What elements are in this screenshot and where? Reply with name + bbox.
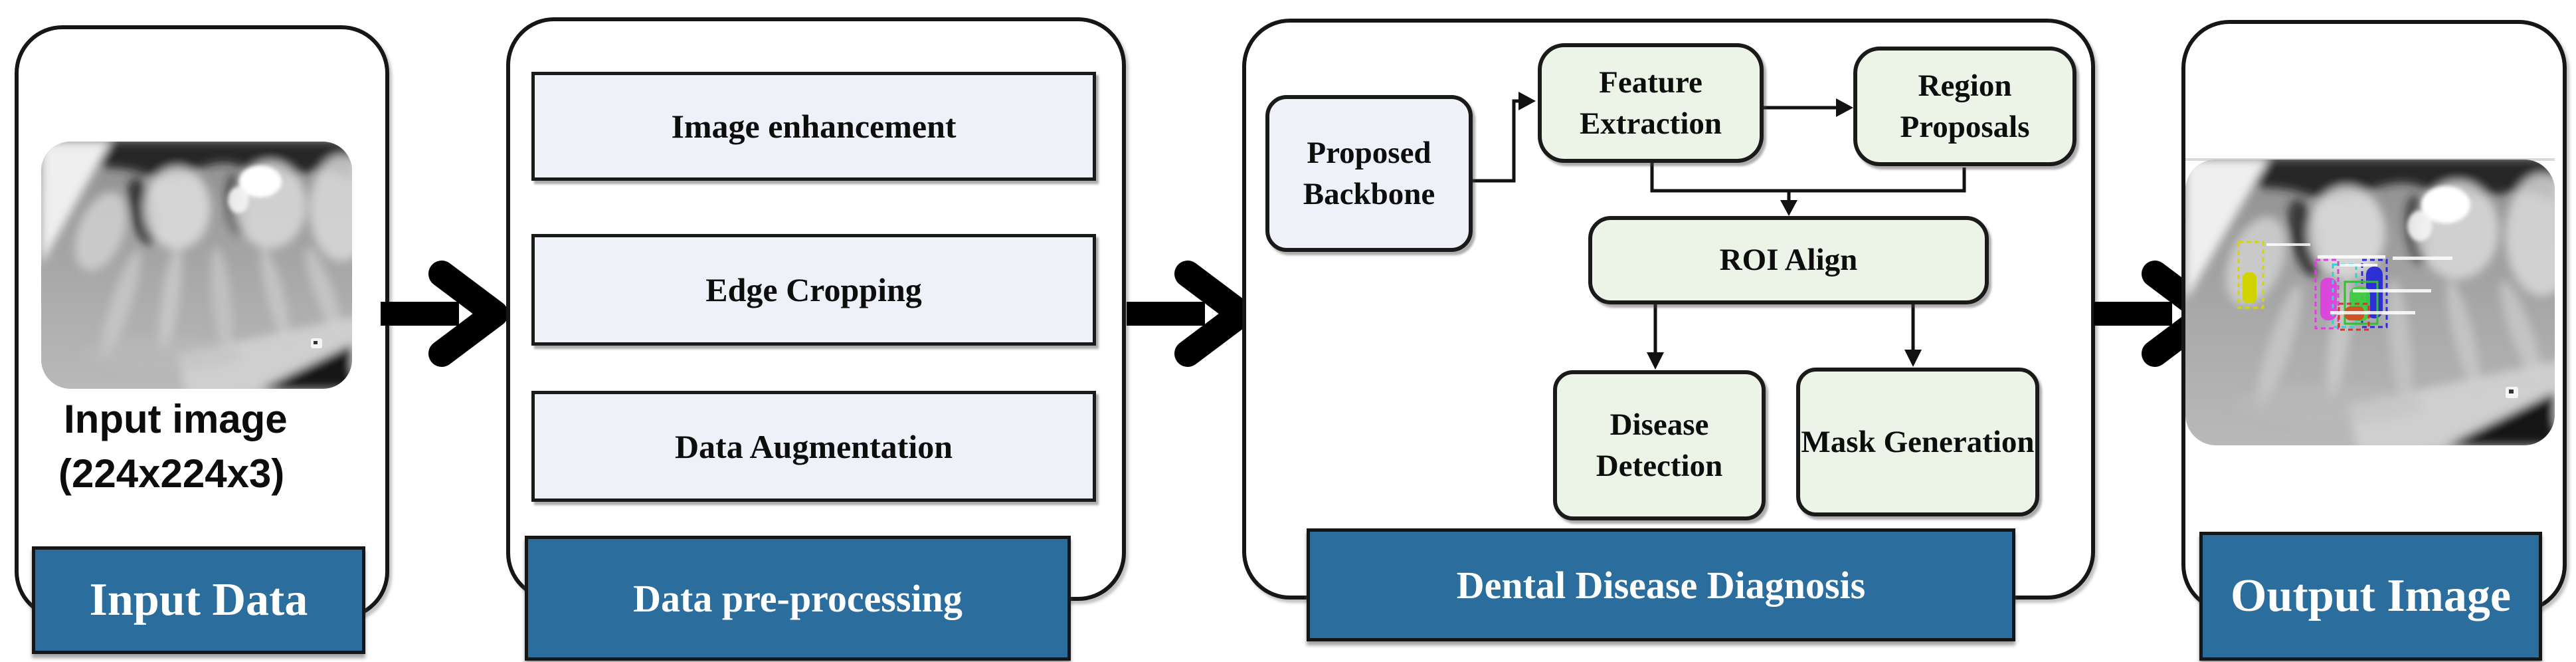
flow-arrow-icon <box>1127 261 1254 367</box>
node-label: Feature Extraction <box>1579 64 1722 141</box>
step-label: Data Augmentation <box>674 427 953 465</box>
step-data-augmentation: Data Augmentation <box>531 391 1096 502</box>
step-label: Edge Cropping <box>705 271 922 308</box>
node-label: Proposed Backbone <box>1303 135 1435 211</box>
input-image-dimensions: (224x224x3) <box>58 451 285 496</box>
node-disease-detection: Disease Detection <box>1553 370 1766 520</box>
step-image-enhancement: Image enhancement <box>531 72 1096 181</box>
diagnosis-banner-label: Dental Disease Diagnosis <box>1456 563 1866 607</box>
node-mask-generation: Mask Generation <box>1796 368 2039 516</box>
output-image-banner: Output Image <box>2199 532 2542 661</box>
flow-arrow-icon <box>381 261 508 367</box>
annotation-overlay <box>2237 241 2452 331</box>
node-label: Mask Generation <box>1801 424 2035 459</box>
node-label: Region Proposals <box>1900 68 2030 144</box>
input-data-banner-label: Input Data <box>89 574 308 625</box>
node-roi-align: ROI Align <box>1588 216 1989 304</box>
output-image-banner-label: Output Image <box>2231 570 2511 621</box>
preprocessing-banner-label: Data pre-processing <box>633 576 963 620</box>
preprocessing-banner: Data pre-processing <box>525 536 1071 661</box>
step-edge-cropping: Edge Cropping <box>531 234 1096 346</box>
node-proposed-backbone: Proposed Backbone <box>1265 95 1473 252</box>
annotated-xray-image <box>2185 158 2555 445</box>
input-image-caption: Input image <box>64 397 288 441</box>
node-region-proposals: Region Proposals <box>1853 47 2076 166</box>
dental-xray-image <box>41 142 352 389</box>
diagnosis-banner: Dental Disease Diagnosis <box>1307 528 2015 641</box>
node-label: Disease Detection <box>1596 407 1723 483</box>
step-label: Image enhancement <box>671 108 957 145</box>
node-feature-extraction: Feature Extraction <box>1538 43 1764 163</box>
node-label: ROI Align <box>1719 243 1858 278</box>
input-data-banner: Input Data <box>32 546 365 654</box>
